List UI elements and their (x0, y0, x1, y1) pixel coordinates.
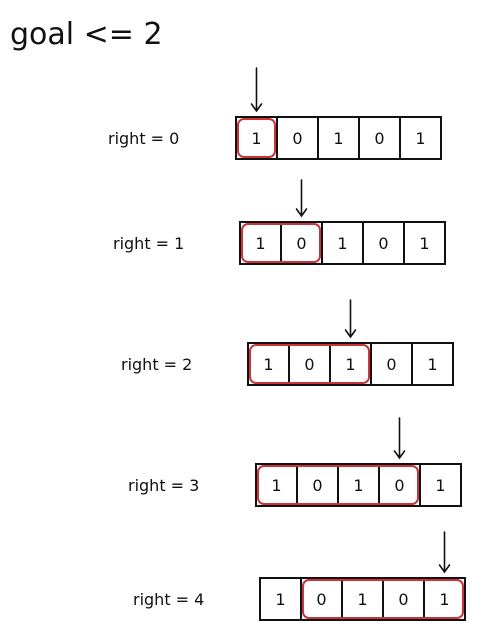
cell-value: 1 (271, 476, 281, 495)
pointer-arrow (438, 531, 451, 574)
step-label: right = 0 (108, 129, 179, 148)
step-row: right = 4 1 0 1 0 1 (133, 531, 466, 621)
cell-value: 0 (312, 476, 322, 495)
diagram-title: goal <= 2 (10, 17, 163, 52)
cell-value: 0 (398, 590, 408, 609)
array-cell (362, 221, 405, 265)
array-cell (419, 463, 462, 507)
pointer-arrow (250, 67, 263, 113)
cell-value: 1 (251, 129, 261, 148)
cell-value: 1 (439, 590, 449, 609)
array-cell (423, 577, 466, 621)
step-row: right = 1 1 0 1 0 1 (113, 179, 446, 265)
cell-value: 0 (386, 355, 396, 374)
pointer-arrow (344, 299, 357, 339)
array-cell (411, 342, 454, 386)
cell-value: 1 (337, 234, 347, 253)
cell-value: 1 (275, 590, 285, 609)
array-cell (317, 116, 360, 160)
array-cell (288, 342, 331, 386)
cell-value: 0 (394, 476, 404, 495)
window-highlight (237, 118, 276, 158)
window-highlight (257, 465, 419, 505)
cell-value: 1 (415, 129, 425, 148)
cell-value: 1 (435, 476, 445, 495)
cell-value: 0 (304, 355, 314, 374)
array-cell (239, 221, 282, 265)
cell-value: 0 (378, 234, 388, 253)
cell-value: 1 (357, 590, 367, 609)
cell-value: 0 (292, 129, 302, 148)
array-cell (300, 577, 343, 621)
window-highlight (241, 223, 321, 263)
cell-value: 1 (263, 355, 273, 374)
array-cell (403, 221, 446, 265)
step-label: right = 4 (133, 590, 204, 609)
array-cell (276, 116, 319, 160)
cell-value: 0 (316, 590, 326, 609)
cell-value: 1 (345, 355, 355, 374)
steps-layer: right = 0 1 0 1 0 1 right = 1 1 0 1 0 1 right = 2 1 0 1… (108, 67, 466, 621)
step-label: right = 2 (121, 355, 192, 374)
cell-value: 0 (296, 234, 306, 253)
cell-value: 1 (419, 234, 429, 253)
pointer-arrow (393, 417, 406, 460)
array-cell (378, 463, 421, 507)
array-cell (321, 221, 364, 265)
array-cell (235, 116, 278, 160)
cell-value: 1 (353, 476, 363, 495)
step-label: right = 3 (128, 476, 199, 495)
step-row: right = 3 1 0 1 0 1 (128, 417, 462, 507)
pointer-arrow (295, 179, 308, 218)
step-row: right = 2 1 0 1 0 1 (121, 299, 454, 386)
step-row: right = 0 1 0 1 0 1 (108, 67, 442, 160)
array-cell (399, 116, 442, 160)
cell-value: 1 (427, 355, 437, 374)
window-highlight (249, 344, 370, 384)
window-highlight (302, 579, 464, 619)
array-cell (337, 463, 380, 507)
step-label: right = 1 (113, 234, 184, 253)
array-cell (370, 342, 413, 386)
cell-value: 0 (374, 129, 384, 148)
cell-value: 1 (333, 129, 343, 148)
cell-value: 1 (255, 234, 265, 253)
array-cell (280, 221, 323, 265)
